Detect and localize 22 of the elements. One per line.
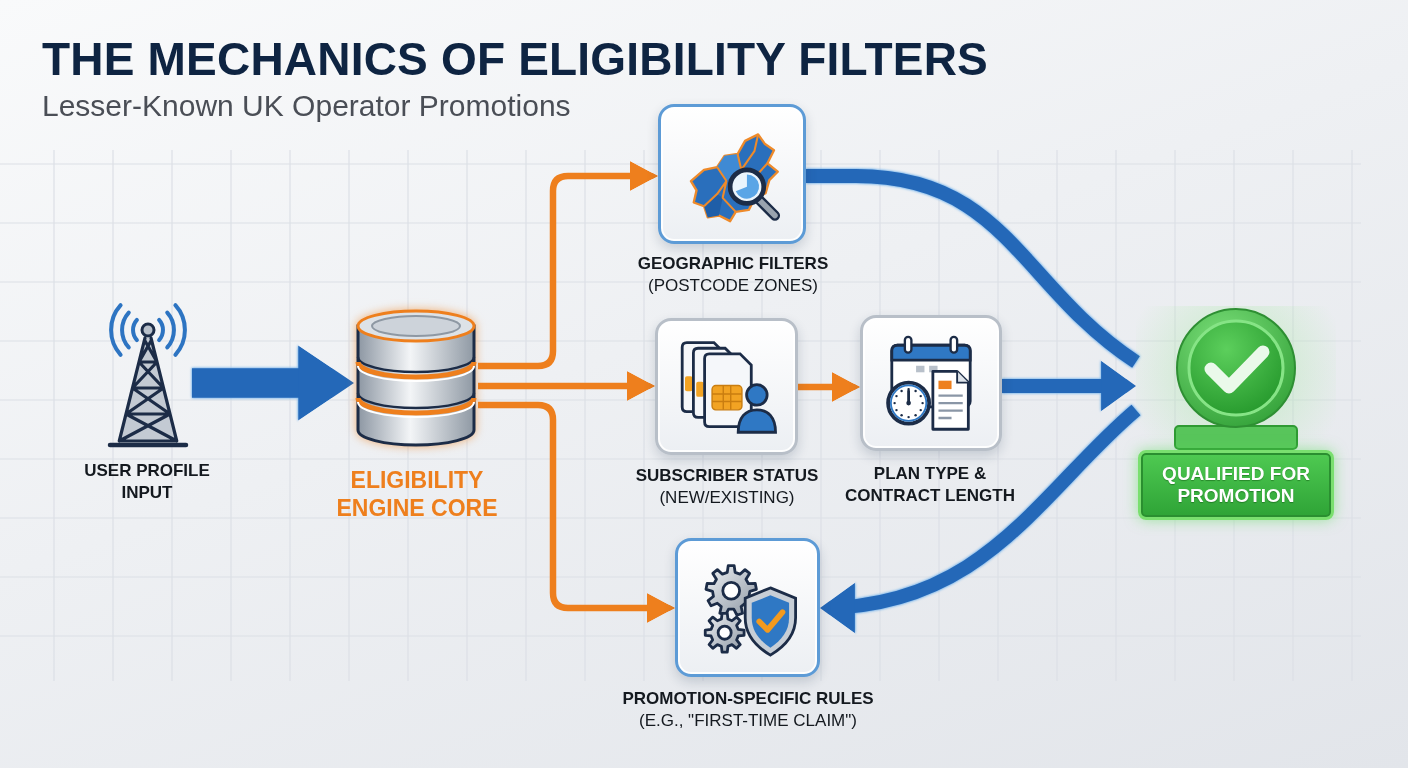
node-caption: USER PROFILE INPUT — [83, 460, 211, 504]
filter-tile — [860, 315, 1002, 451]
node-caption: SUBSCRIBER STATUS — [635, 465, 819, 487]
result-banner: QUALIFIED FOR PROMOTION — [1138, 450, 1334, 520]
flow-arrow — [192, 345, 354, 421]
filter-tile — [658, 104, 806, 244]
flow-arrow — [1002, 360, 1136, 412]
node-caption: ELIGIBILITY ENGINE CORE — [335, 466, 499, 522]
node-caption: (NEW/EXISTING) — [659, 487, 795, 509]
filter-tile — [675, 538, 820, 677]
qualified-badge — [1136, 306, 1336, 522]
flow-arrow — [820, 404, 1141, 632]
node-caption: PLAN TYPE & CONTRACT LENGTH — [844, 463, 1016, 507]
node-caption: (E.G., "FIRST-TIME CLAIM") — [639, 710, 857, 732]
diagram-subtitle: Lesser-Known UK Operator Promotions — [42, 91, 571, 121]
node-caption: (POSTCODE ZONES) — [648, 275, 818, 297]
node-caption: PROMOTION-SPECIFIC RULES — [622, 688, 874, 710]
flow-arrow — [798, 372, 860, 402]
connector-line — [806, 169, 1141, 368]
filter-tile — [655, 318, 798, 455]
node-caption: GEOGRAPHIC FILTERS — [637, 253, 829, 275]
diagram-title: THE MECHANICS OF ELIGIBILITY FILTERS — [42, 36, 988, 82]
